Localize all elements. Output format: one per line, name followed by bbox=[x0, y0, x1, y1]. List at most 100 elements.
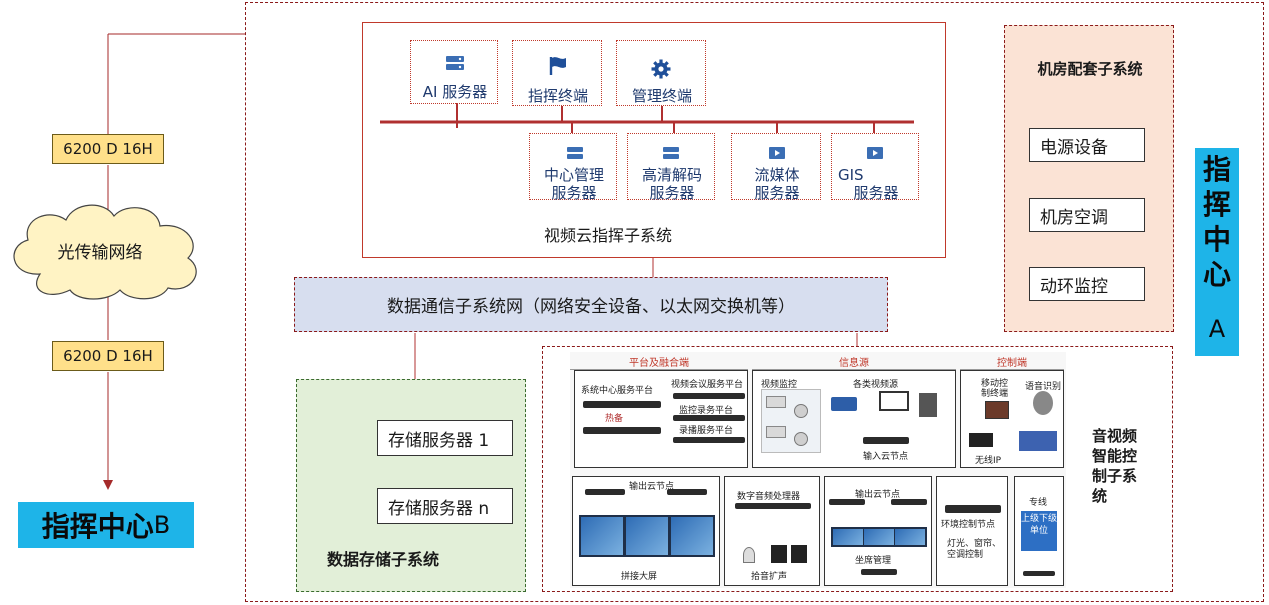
seat-screen bbox=[833, 529, 863, 545]
tag-label: 6200 D 16H bbox=[63, 140, 153, 158]
upper-lower-unit-screen: 上级下级单位 bbox=[1021, 511, 1057, 551]
control-host-icon bbox=[1019, 431, 1057, 451]
node-label-line1: GIS bbox=[838, 166, 864, 184]
av-embedded-figure: 平台及融合端 信息源 控制端 系统中心服务平台 视频会议服务平台 热备 监控录务… bbox=[570, 352, 1066, 588]
output-node-device bbox=[891, 499, 927, 505]
node-label: 管理终端 bbox=[631, 87, 692, 105]
command-center-a: 指 挥 中 心 A bbox=[1195, 148, 1239, 356]
node-label-line1: 流媒体 bbox=[754, 166, 800, 184]
cloud-icon bbox=[13, 204, 197, 300]
streaming-server-node[interactable]: 流媒体 服务器 bbox=[731, 133, 821, 202]
room-support-subsystem: 机房配套子系统 电源设备 机房空调 动环监控 bbox=[1004, 25, 1174, 332]
av-title-line: 制子系 bbox=[1092, 467, 1138, 485]
command-center-b-label: 指挥中心 bbox=[41, 510, 154, 543]
hot-backup-label: 热备 bbox=[605, 414, 624, 424]
env-node-label: 环境控制节点 bbox=[941, 520, 996, 530]
server-icon bbox=[446, 56, 464, 70]
tag-label: 6200 D 16H bbox=[63, 347, 153, 365]
node-label: 指挥终端 bbox=[527, 87, 588, 105]
data-comm-label: 数据通信子系统网（网络安全设备、以太网交换机等） bbox=[387, 297, 795, 317]
ai-server-node[interactable]: AI 服务器 bbox=[410, 40, 498, 104]
env-control-desc: 灯光、窗帘、空调控制 bbox=[947, 539, 1002, 560]
special-line-panel: 专线 上级下级单位 bbox=[1014, 476, 1064, 586]
mobile-terminal-label: 移动控制终端 bbox=[981, 379, 1009, 399]
section-control: 控制端 bbox=[960, 354, 1064, 370]
media-server-icon bbox=[769, 147, 785, 159]
hd-decoding-server-node[interactable]: 高清解码 服务器 bbox=[627, 133, 715, 202]
gis-server-node[interactable]: GIS 服务器 bbox=[831, 133, 919, 202]
storage-server-label: 存储服务器 1 bbox=[388, 430, 490, 451]
output-node-device bbox=[667, 489, 707, 495]
command-center-b: 指挥中心 B bbox=[18, 502, 194, 548]
output-node-device bbox=[585, 489, 625, 495]
audio-processor-label: 数字音频处理器 bbox=[737, 492, 801, 502]
room-item-label: 机房空调 bbox=[1040, 207, 1108, 228]
server-device bbox=[583, 427, 661, 434]
room-item-label: 动环监控 bbox=[1040, 276, 1108, 297]
center-a-char: 心 bbox=[1202, 258, 1231, 291]
section-platform: 平台及融合端 bbox=[570, 354, 748, 370]
media-server-icon bbox=[867, 147, 883, 159]
wall-screen bbox=[581, 517, 623, 555]
storage-server-label: 存储服务器 n bbox=[388, 498, 490, 519]
pickup-label: 拾音扩声 bbox=[751, 572, 788, 582]
center-a-char: 挥 bbox=[1202, 188, 1231, 221]
input-node-device bbox=[863, 437, 909, 444]
center-a-letter: A bbox=[1208, 315, 1226, 343]
optical-network-label: 光传输网络 bbox=[57, 243, 143, 263]
pc-tower-icon bbox=[919, 393, 937, 417]
node-label-line2: 服务器 bbox=[853, 184, 899, 202]
seat-panel: 输出云节点 坐席管理 bbox=[824, 476, 932, 586]
audio-panel: 数字音频处理器 拾音扩声 bbox=[724, 476, 820, 586]
server-device bbox=[673, 393, 745, 399]
room-air-conditioning[interactable]: 机房空调 bbox=[1029, 198, 1145, 232]
node-label-line2: 服务器 bbox=[754, 184, 800, 202]
video-cloud-title: 视频云指挥子系统 bbox=[543, 226, 672, 245]
management-terminal-node[interactable]: 管理终端 bbox=[616, 40, 706, 106]
monitor-platform-label: 监控录务平台 bbox=[679, 406, 734, 416]
input-node-label: 输入云节点 bbox=[863, 452, 909, 462]
av-control-subsystem bbox=[542, 346, 1173, 592]
room-item-label: 电源设备 bbox=[1040, 137, 1108, 158]
power-equipment[interactable]: 电源设备 bbox=[1029, 128, 1145, 162]
node-label-line2: 服务器 bbox=[649, 184, 695, 202]
internal-connector-lines bbox=[414, 258, 858, 379]
output-screen-panel: 输出云节点 拼接大屏 bbox=[572, 476, 720, 586]
big-screen-label: 拼接大屏 bbox=[621, 572, 658, 582]
video-wall bbox=[579, 515, 715, 557]
server-device bbox=[583, 401, 661, 408]
output-node2-label: 输出云节点 bbox=[855, 490, 901, 500]
center-management-server-node[interactable]: 中心管理 服务器 bbox=[529, 133, 617, 202]
control-panel: 移动控制终端 语音识别 无线IP bbox=[960, 370, 1064, 468]
storage-title: 数据存储子系统 bbox=[327, 550, 440, 569]
wireless-ip-label: 无线IP bbox=[975, 456, 1002, 466]
node-label-line2: 服务器 bbox=[551, 184, 597, 202]
center-a-char: 指 bbox=[1202, 153, 1231, 186]
command-terminal-node[interactable]: 指挥终端 bbox=[512, 40, 602, 106]
speaker-icon bbox=[791, 545, 807, 563]
video-sources-label: 各类视频源 bbox=[853, 380, 899, 390]
voice-recognition-label: 语音识别 bbox=[1025, 382, 1062, 392]
storage-server-n[interactable]: 存储服务器 n bbox=[377, 488, 513, 524]
environment-monitoring[interactable]: 动环监控 bbox=[1029, 267, 1145, 301]
left-connector-lines bbox=[103, 33, 245, 490]
camera-group bbox=[761, 389, 821, 453]
server-icon bbox=[663, 147, 679, 159]
storage-server-1[interactable]: 存储服务器 1 bbox=[377, 420, 513, 456]
speaker-icon bbox=[771, 545, 787, 563]
laptop-icon bbox=[879, 391, 909, 411]
seat-mgmt-label: 坐席管理 bbox=[855, 556, 892, 566]
camera-label: 视频监控 bbox=[761, 380, 798, 390]
data-comm-subsystem: 数据通信子系统网（网络安全设备、以太网交换机等） bbox=[294, 277, 888, 332]
video-camera-icon bbox=[831, 397, 857, 411]
seat-screens bbox=[831, 527, 927, 547]
env-node-device bbox=[945, 505, 1001, 513]
room-title: 机房配套子系统 bbox=[1037, 60, 1143, 78]
source-panel: 视频监控 各类视频源 输入云节点 bbox=[752, 370, 956, 468]
center-a-char: 中 bbox=[1202, 223, 1231, 256]
record-platform-label: 录播服务平台 bbox=[679, 426, 734, 436]
platform-panel: 系统中心服务平台 视频会议服务平台 热备 监控录务平台 录播服务平台 bbox=[574, 370, 748, 468]
node-label: AI 服务器 bbox=[422, 83, 488, 101]
av-title-line: 统 bbox=[1092, 487, 1108, 505]
camera-icon bbox=[766, 426, 786, 438]
